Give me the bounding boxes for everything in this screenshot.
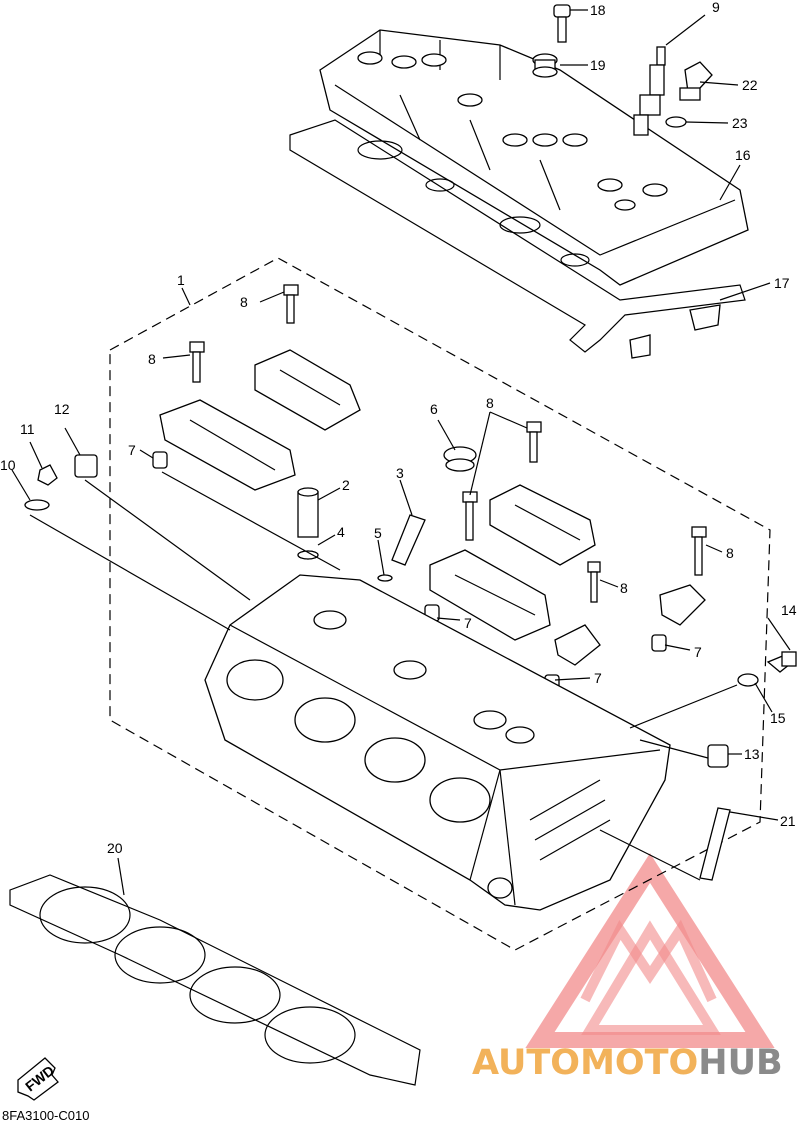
svg-text:AUTOMOTOHUB: AUTOMOTOHUB: [472, 1043, 783, 1083]
callout-8-a: 8: [240, 294, 248, 310]
valve-shim-4: [297, 550, 319, 560]
washer-10: [24, 499, 50, 511]
callout-4: 4: [337, 524, 345, 540]
callout-16: 16: [735, 147, 751, 163]
callout-19: 19: [590, 57, 606, 73]
washer-15: [737, 673, 759, 687]
callout-13: 13: [744, 746, 760, 762]
callout-2: 2: [342, 477, 350, 493]
fitting-22: [679, 61, 713, 101]
head-cover-gasket: [289, 119, 746, 359]
stud-bolt-21: [699, 807, 731, 881]
plug-6: [443, 446, 477, 472]
rocker-parts-right: [554, 584, 706, 666]
cylinder-head-boundary: [109, 257, 771, 951]
watermark-text-moto: MOTO: [580, 1043, 698, 1083]
callout-21: 21: [780, 813, 796, 829]
callout-7-a: 7: [128, 442, 136, 458]
callout-3: 3: [396, 465, 404, 481]
fwd-arrow-icon: FWD: [17, 1057, 59, 1101]
callout-8-e: 8: [620, 580, 628, 596]
callout-6: 6: [430, 401, 438, 417]
callout-5: 5: [374, 525, 382, 541]
diagram-code: 8FA3100-C010: [2, 1108, 90, 1123]
callout-12: 12: [54, 401, 70, 417]
camshaft-cap-upper-right: [489, 484, 596, 566]
callout-8-c: 8: [486, 395, 494, 411]
callout-1: 1: [177, 272, 185, 288]
callout-labels: 18 9 19 22 23 16 17 1 8 8 8 8 8 12 11 10…: [0, 0, 797, 856]
callout-11: 11: [20, 421, 35, 437]
leader-lines: [11, 9, 791, 896]
callout-7-d: 7: [594, 670, 602, 686]
bolt-18: [553, 4, 571, 43]
callout-7-b: 7: [464, 615, 472, 631]
camshaft-cap-lower-right: [429, 549, 551, 641]
watermark-m-shape: [580, 919, 717, 1003]
washer-23: [665, 116, 687, 128]
collar-12: [74, 454, 98, 478]
camshaft-cap-lower-left: [159, 399, 296, 491]
bolt-8-group: [189, 284, 707, 603]
callout-8-b: 8: [148, 351, 156, 367]
head-cover: [319, 29, 749, 286]
callout-20: 20: [107, 840, 123, 856]
watermark-triangle-outer: [525, 853, 775, 1048]
bolt-14: [766, 651, 797, 673]
valve-guide-3: [391, 514, 426, 566]
spark-plug-9: [633, 46, 666, 136]
callout-17: 17: [774, 275, 790, 291]
callout-7-c: 7: [694, 644, 702, 660]
cylinder-head-body: [204, 574, 671, 911]
grommet-19: [532, 53, 558, 78]
callout-9: 9: [712, 0, 720, 15]
callout-10: 10: [0, 457, 16, 473]
collar-13: [707, 744, 729, 768]
callout-15: 15: [770, 710, 786, 726]
watermark-text-hub: HUB: [698, 1043, 782, 1083]
camshaft-cap-upper-left: [254, 349, 361, 431]
callout-22: 22: [742, 77, 758, 93]
callout-18: 18: [590, 2, 606, 18]
cylinder-head-gasket: [9, 874, 421, 1086]
watermark-logo: AUTOMOTOHUB: [472, 853, 783, 1083]
callout-14: 14: [781, 602, 797, 618]
cap-nut-11: [37, 464, 58, 486]
watermark-triangle-inner: [581, 920, 721, 1035]
callout-8-d: 8: [726, 545, 734, 561]
callout-23: 23: [732, 115, 748, 131]
watermark-text-auto: AUTO: [472, 1043, 580, 1083]
oring-5: [377, 574, 393, 582]
